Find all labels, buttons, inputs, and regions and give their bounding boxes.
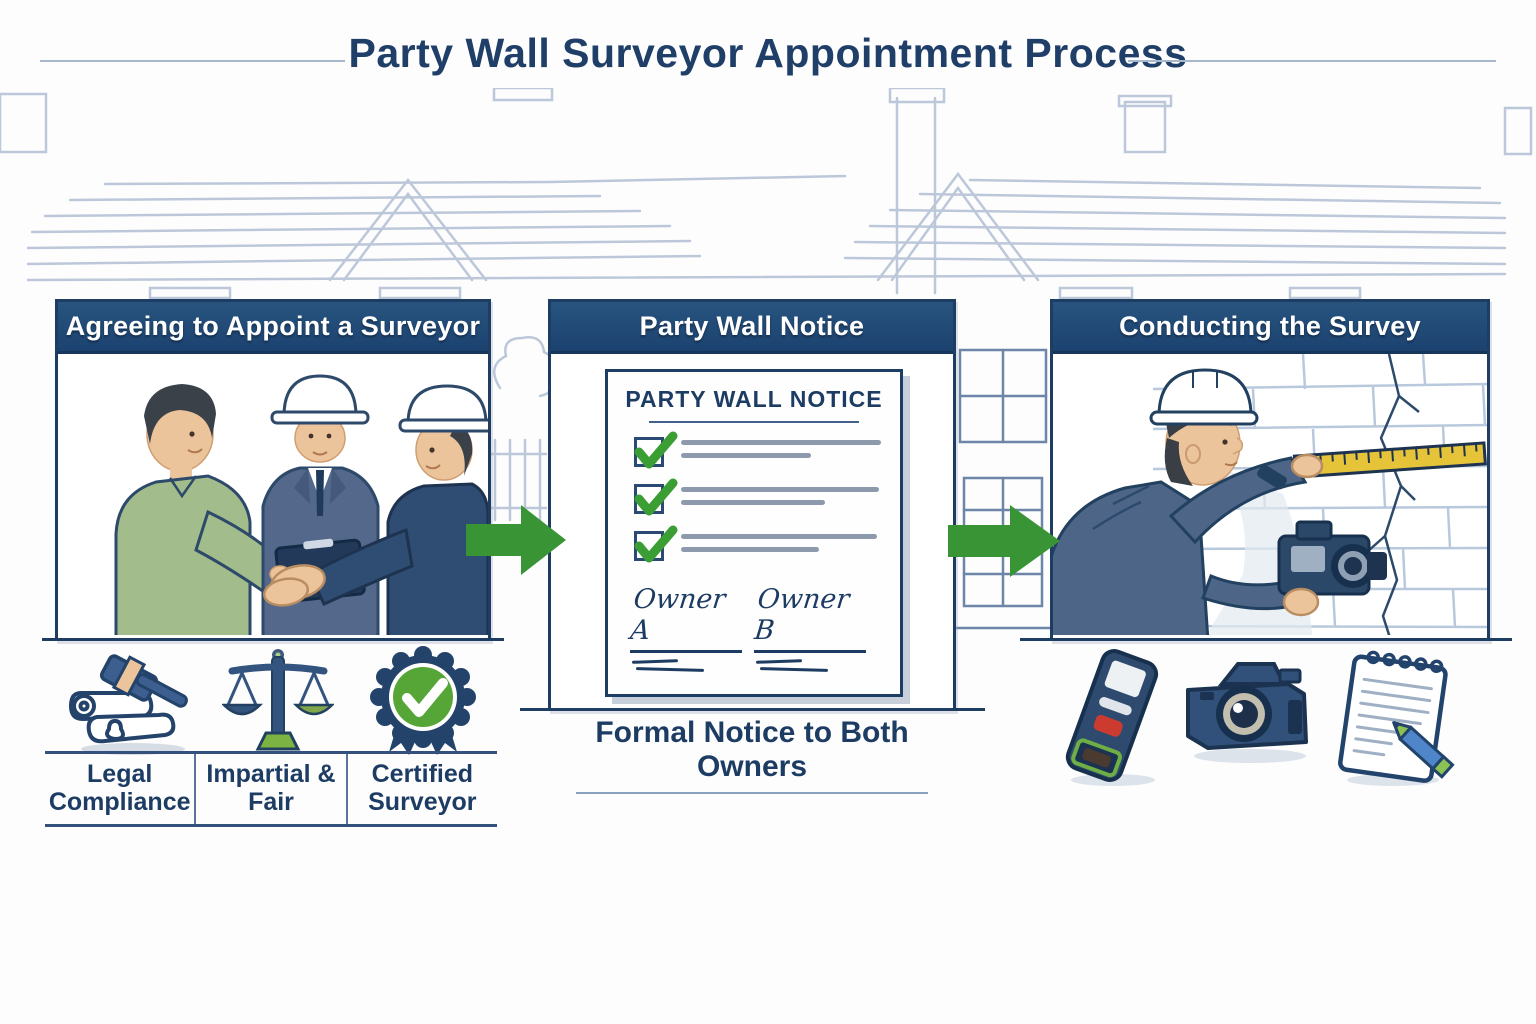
hard-hat-icon: [398, 384, 488, 433]
hard-hat-icon: [1149, 368, 1259, 426]
checklist-item-lines: [681, 484, 879, 513]
scales-icon: [221, 649, 334, 751]
tool-icons-row: [1055, 648, 1455, 788]
checkbox-checked-icon: [634, 478, 678, 516]
panel-survey: Conducting the Survey: [1050, 299, 1490, 641]
houses-lineart-background: [0, 88, 1533, 630]
panel-survey-baseline: [1020, 638, 1512, 641]
title-rule-right: [1128, 60, 1496, 62]
panel-notice: Party Wall Notice PARTY WALL NOTICE: [548, 299, 956, 711]
camera-in-hand-icon: [1201, 520, 1387, 617]
panel-agreeing-scene: [58, 354, 488, 635]
badge-icons-row: [45, 645, 497, 755]
checkbox-checked-icon: [634, 525, 678, 563]
handshake-icon: [262, 564, 326, 607]
panel-agreeing-baseline: [42, 638, 504, 641]
panel-agreeing-header: Agreeing to Appoint a Surveyor: [58, 302, 488, 354]
checklist-item: [634, 431, 900, 469]
surveyor-measuring-figure: [1053, 368, 1387, 635]
signature-owner-b-name: Owner B: [752, 584, 851, 646]
signature-owner-a-name: Owner A: [628, 584, 727, 646]
notice-caption-rule: [576, 792, 928, 794]
badge-labels-strip: Legal Compliance Impartial & Fair Certif…: [45, 751, 497, 827]
checklist-item-lines: [681, 437, 881, 466]
document-title: PARTY WALL NOTICE: [625, 386, 883, 412]
checklist-item-lines: [681, 531, 877, 560]
checklist-item: [634, 525, 900, 563]
panel-notice-header: Party Wall Notice: [551, 302, 953, 354]
signature-owner-b: Owner B: [753, 584, 878, 672]
handshake-illustration: [114, 374, 488, 635]
owner-green-shirt-figure: [114, 384, 288, 635]
page-title: Party Wall Surveyor Appointment Process: [348, 30, 1188, 76]
panel-survey-header: Conducting the Survey: [1053, 302, 1487, 354]
ruler-icon: [1292, 441, 1487, 479]
party-wall-notice-document: PARTY WALL NOTICE: [605, 369, 903, 697]
flow-arrow-2-icon: [948, 505, 1060, 577]
panel-agreeing: Agreeing to Appoint a Surveyor: [55, 299, 491, 641]
camera-icon: [1186, 662, 1308, 763]
notice-caption: Formal Notice to Both Owners: [548, 716, 956, 794]
scroll-gavel-icon: [68, 654, 188, 755]
pen-icon: [1392, 721, 1455, 779]
survey-illustration: [1053, 354, 1487, 635]
signature-area: Owner A Owner B: [608, 578, 900, 672]
panel-notice-scene: PARTY WALL NOTICE: [551, 354, 953, 705]
notepad-pen-icon: [1338, 650, 1455, 786]
notice-caption-text: Formal Notice to Both Owners: [595, 716, 909, 783]
panel-notice-baseline: [520, 708, 985, 711]
document-title-rule: [649, 421, 859, 423]
checkbox-checked-icon: [634, 431, 678, 469]
builder-navy-shirt-figure: [308, 384, 488, 635]
badge-label-legal-compliance: Legal Compliance: [48, 760, 191, 816]
badge-label-certified-surveyor: Certified Surveyor: [345, 754, 497, 824]
title-rule-left: [40, 60, 345, 62]
panel-survey-scene: [1053, 354, 1487, 635]
gavel-icon: [99, 654, 188, 708]
hard-hat-icon: [270, 374, 370, 425]
laser-measure-icon: [1065, 649, 1159, 786]
signature-owner-a: Owner A: [629, 584, 754, 672]
wall-crack: [1366, 354, 1420, 635]
checklist-item: [634, 478, 900, 516]
flow-arrow-1-icon: [466, 505, 566, 575]
badge-label-impartial-fair: Impartial & Fair: [194, 754, 345, 824]
certified-badge-icon: [370, 646, 477, 755]
